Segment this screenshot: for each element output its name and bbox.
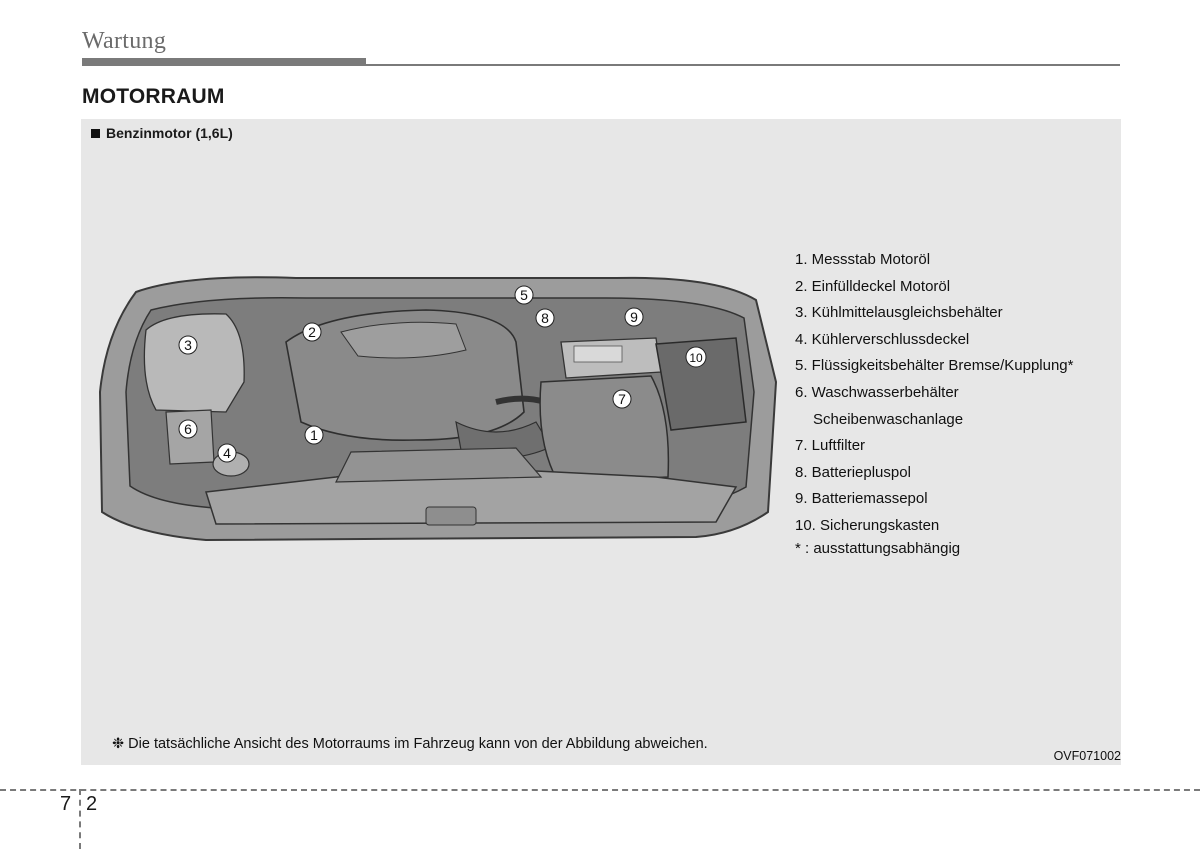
- legend-item: 9. Batteriemassepol: [795, 490, 928, 508]
- svg-text:3: 3: [184, 337, 192, 353]
- callout-7: 7: [612, 389, 632, 409]
- legend-item: 2. Einfülldeckel Motoröl: [795, 277, 951, 295]
- svg-text:7: 7: [618, 391, 626, 407]
- legend-item: 3. Kühlmittelausgleichsbehälter: [795, 304, 1003, 322]
- chapter-number: 7: [60, 793, 72, 815]
- svg-text:8: 8: [541, 310, 549, 326]
- callout-1: 1: [304, 425, 324, 445]
- legend-list: 1. Messstab Motoröl 2. Einfülldeckel Mot…: [795, 247, 1073, 562]
- svg-text:6: 6: [184, 421, 192, 437]
- legend-item: 6. Waschwasserbehälter: [795, 383, 959, 401]
- figure-subtitle-text: Benzinmotor (1,6L): [106, 125, 233, 141]
- legend-item-continuation: Scheibenwaschanlage: [813, 410, 964, 428]
- callout-8: 8: [535, 308, 555, 328]
- callout-9: 9: [624, 307, 644, 327]
- callout-4: 4: [217, 443, 237, 463]
- callout-3: 3: [178, 335, 198, 355]
- legend-item: 5. Flüssigkeitsbehälter Bremse/Kupplung*: [795, 357, 1074, 375]
- svg-text:2: 2: [308, 324, 316, 340]
- figure-code: OVF071002: [1053, 749, 1121, 763]
- section-title: MOTORRAUM: [82, 85, 225, 108]
- callout-5: 5: [514, 285, 534, 305]
- legend-item: 4. Kühlerverschlussdeckel: [795, 330, 970, 348]
- footer-dashed-divider: [79, 789, 81, 849]
- page-number: 2: [86, 793, 98, 815]
- svg-text:9: 9: [630, 309, 638, 325]
- legend-footnote: * : ausstattungsabhängig: [795, 539, 961, 557]
- figure-subtitle: Benzinmotor (1,6L): [91, 125, 233, 141]
- legend-item: 10. Sicherungskasten: [795, 516, 940, 534]
- square-bullet-icon: [91, 128, 100, 138]
- svg-text:10: 10: [689, 351, 703, 365]
- svg-text:5: 5: [520, 287, 528, 303]
- svg-text:4: 4: [223, 445, 231, 461]
- callout-10: 10: [685, 346, 707, 368]
- figure-note: ❉ Die tatsächliche Ansicht des Motorraum…: [112, 736, 708, 752]
- figure-panel: Benzinmotor (1,6L) 1: [81, 119, 1121, 765]
- legend-item: 7. Luftfilter: [795, 437, 866, 455]
- legend-item: 1. Messstab Motoröl: [795, 251, 931, 268]
- engine-bay-illustration: 1 2 3 4 5 6 7 8: [98, 276, 778, 542]
- svg-text:1: 1: [310, 427, 318, 443]
- page-header-title: Wartung: [82, 28, 167, 54]
- callout-6: 6: [178, 419, 198, 439]
- header-rule-thin: [366, 64, 1120, 66]
- callout-2: 2: [302, 322, 322, 342]
- footer-dashed-rule: [0, 789, 1200, 791]
- header-rule-thick: [82, 58, 366, 66]
- legend-item: 8. Batteriepluspol: [795, 463, 911, 481]
